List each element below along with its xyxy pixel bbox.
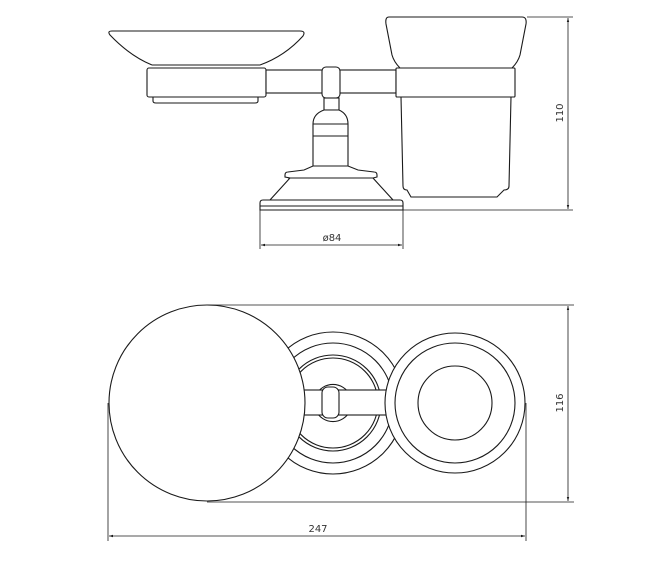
post-body [312,109,349,167]
width-dimension: 247 [107,403,527,541]
tumbler-top [384,332,526,474]
base-rosette [268,165,395,201]
support-bar-top [299,389,388,416]
depth-dimension-label: 116 [555,393,566,412]
top-view: 116 247 [107,304,574,541]
base-diameter-label: ø84 [323,233,342,244]
base-plate [259,199,404,211]
height-dimension: 110 [403,16,573,211]
soap-dish-holder-ring [146,67,267,98]
soap-dish-top [108,304,306,502]
post-cap-top [321,386,340,419]
tumbler-holder-ring [395,67,516,98]
soap-dish [108,30,305,66]
tumbler-cup-body [400,96,512,198]
width-dimension-label: 247 [308,524,327,535]
depth-dimension: 116 [207,304,574,503]
soap-dish-bottom [152,97,259,104]
tumbler-cup-top [385,16,527,69]
height-dimension-label: 110 [555,103,566,122]
post-neck [323,97,340,111]
front-view: 110 ø84 [108,16,573,249]
post-cap [321,66,341,99]
base-diameter-dimension: ø84 [259,210,404,249]
